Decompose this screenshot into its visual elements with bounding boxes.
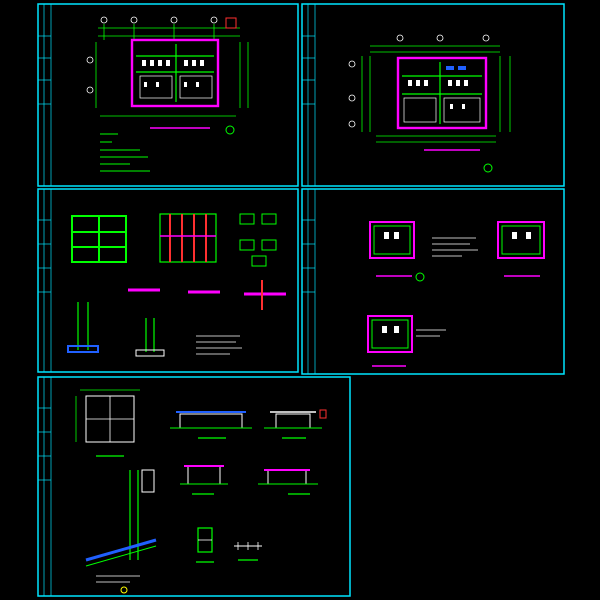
sheet-3-small-details: [239, 213, 277, 267]
sheet-4-scale-symbol: [415, 272, 425, 282]
sheet-2-plan-outer-wall: [396, 56, 488, 130]
sheet-5-front-elevation: [170, 411, 252, 429]
sheet-2-title-block: [302, 4, 316, 186]
sheet-1-axis-bubbles: [86, 16, 218, 94]
sheet-5-section-b: [258, 469, 318, 485]
sheet-5-door-detail: [197, 527, 213, 553]
sheet-1-scale-symbol: [225, 125, 235, 135]
sheet-4-border: [301, 188, 565, 375]
sheet-3-notes-block: [196, 335, 242, 355]
sheet-1-border: [37, 3, 299, 187]
sheet-5-detail-bubble: [120, 586, 128, 594]
sheet-1-plan-outer-wall: [130, 38, 220, 108]
sheet-5-border: [37, 376, 351, 597]
sheet-3-beam-plan: [159, 213, 217, 263]
sheet-3-section-details: [128, 280, 286, 310]
sheet-2-dimensions: [361, 45, 511, 143]
sheet-1-dimensions: [95, 24, 249, 117]
sheet-2-plan-interior: [402, 62, 482, 124]
sheet-4-title-block: [302, 189, 316, 374]
sheet-2-hatch-marks: [446, 66, 466, 70]
sheet-2-axis-bubbles: [348, 34, 490, 128]
sheet-2-fixtures: [408, 80, 468, 109]
sheet-1-notes-block: [100, 133, 150, 172]
sheet-1-plan-interior: [136, 44, 214, 102]
sheet-5: [37, 376, 351, 597]
sheet-5-section-a: [180, 465, 228, 485]
sheet-1-accent-marker: [225, 17, 237, 29]
sheet-5-wall-section-detail: [85, 469, 157, 583]
sheet-5-roof-plan: [75, 389, 140, 443]
sheet-5-railing-detail: [234, 542, 262, 550]
sheet-4-enlarged-plan-b: [497, 221, 545, 259]
sheet-3-foundation-plan: [71, 215, 127, 263]
sheet-3-border: [37, 188, 299, 373]
sheet-3-footing-detail-right: [135, 318, 165, 357]
sheet-3-title-block: [38, 189, 52, 372]
sheet-2: [301, 3, 565, 187]
sheet-5-side-elevation: [264, 409, 327, 429]
sheet-1-title-block: [38, 4, 52, 186]
sheet-4-notes-block: [416, 237, 478, 337]
sheet-4-enlarged-plan-c: [367, 315, 413, 353]
sheet-3: [37, 188, 299, 373]
sheet-1: [37, 3, 299, 187]
sheet-1-fixtures: [142, 60, 204, 87]
sheet-3-footing-detail-left: [67, 302, 99, 353]
sheet-4-enlarged-plan-a: [369, 221, 415, 259]
sheet-2-scale-symbol: [483, 163, 493, 173]
sheet-4: [301, 188, 565, 375]
sheet-5-title-block: [38, 377, 52, 596]
sheet-2-border: [301, 3, 565, 187]
